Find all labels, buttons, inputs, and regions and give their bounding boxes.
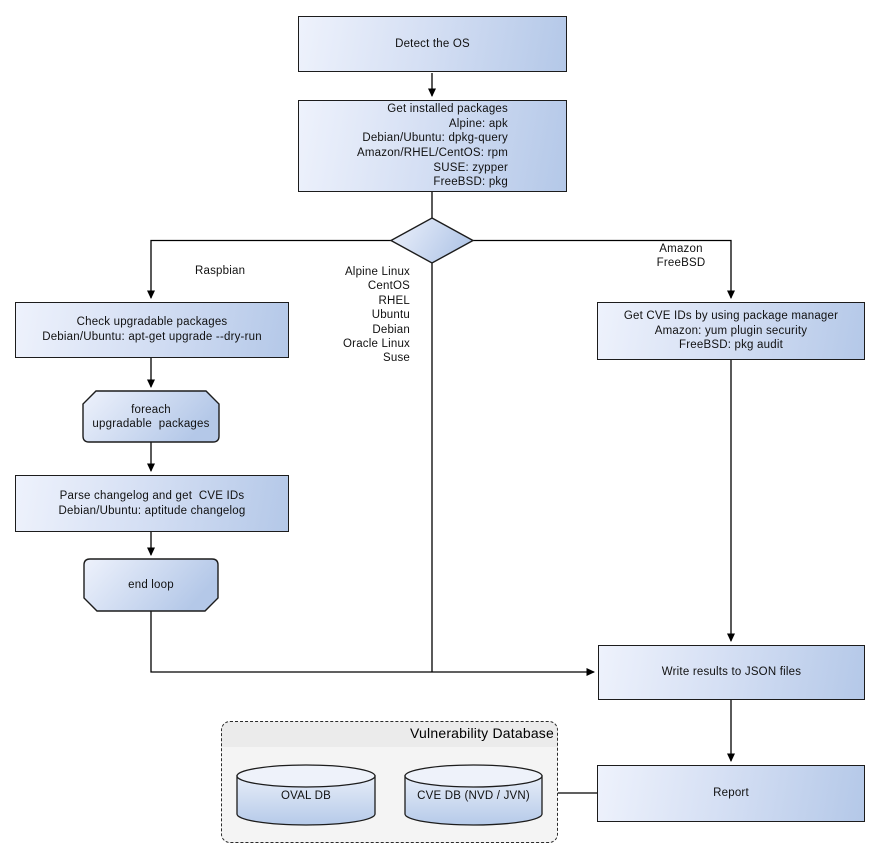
oval-db-cylinder xyxy=(236,764,376,826)
edge-decision-to-check xyxy=(147,239,392,299)
edge-endloop-to-json xyxy=(150,611,595,676)
node-report: Report xyxy=(597,765,865,822)
node-get-cve-ids: Get CVE IDs by using package manager Ama… xyxy=(597,302,865,360)
decision-diamond xyxy=(389,217,475,264)
edge-label-raspbian: Raspbian xyxy=(195,265,246,277)
oval-db-label: OVAL DB xyxy=(281,790,331,802)
foreach-loop-label: foreach upgradable packages xyxy=(92,403,210,430)
node-check-upgradable-packages-label: Check upgradable packages Debian/Ubuntu:… xyxy=(42,316,262,343)
node-parse-changelog: Parse changelog and get CVE IDs Debian/U… xyxy=(15,475,289,532)
node-detect-os: Detect the OS xyxy=(298,16,567,72)
end-loop-shape xyxy=(83,558,219,612)
edge-decision-to-getcve xyxy=(473,239,735,299)
node-write-json: Write results to JSON files xyxy=(598,645,865,700)
foreach-loop-shape xyxy=(82,390,220,443)
edge-label-os-list: Alpine Linux CentOS RHEL Ubuntu Debian O… xyxy=(343,266,410,365)
node-detect-os-label: Detect the OS xyxy=(395,37,470,50)
node-check-upgradable-packages: Check upgradable packages Debian/Ubuntu:… xyxy=(15,302,289,358)
node-get-installed-packages-label: Get installed packages Alpine: apk Debia… xyxy=(357,103,508,189)
edge-label-amazon-freebsd: Amazon FreeBSD xyxy=(656,243,706,269)
end-loop-label: end loop xyxy=(128,579,174,591)
node-write-json-label: Write results to JSON files xyxy=(661,666,802,679)
node-get-installed-packages: Get installed packages Alpine: apk Debia… xyxy=(298,100,567,192)
vulnerability-database-title: Vulnerability Database xyxy=(410,725,554,741)
node-parse-changelog-label: Parse changelog and get CVE IDs Debian/U… xyxy=(58,489,246,517)
node-get-cve-ids-label: Get CVE IDs by using package manager Ama… xyxy=(623,310,839,352)
node-report-label: Report xyxy=(713,787,749,800)
cve-db-cylinder xyxy=(404,764,543,826)
cve-db-label: CVE DB (NVD / JVN) xyxy=(417,790,530,802)
